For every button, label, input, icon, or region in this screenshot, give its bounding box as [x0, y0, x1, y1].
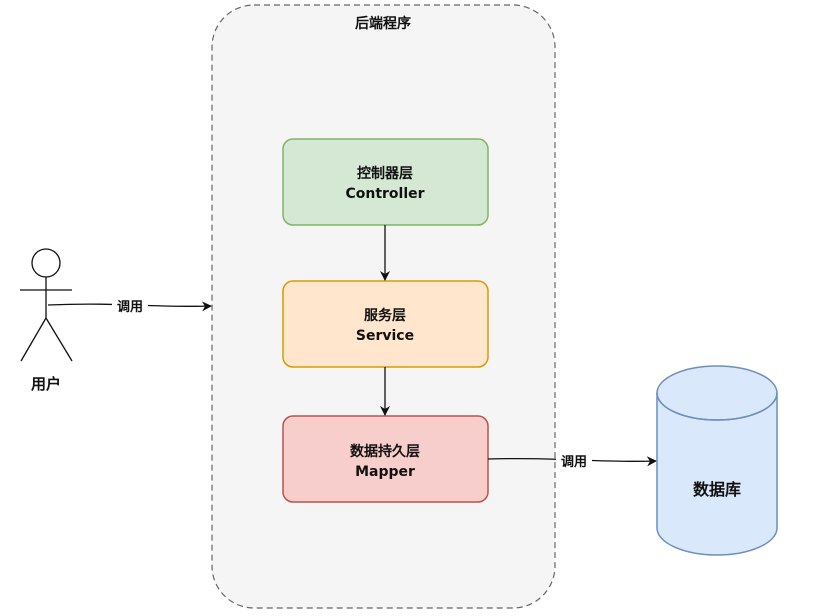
controller-layer-box: 控制器层 Controller: [282, 138, 489, 226]
service-layer-zh: 服务层: [364, 307, 406, 324]
database-label: 数据库: [693, 480, 741, 499]
user-actor-label: 用户: [31, 375, 61, 393]
controller-layer-zh: 控制器层: [357, 165, 413, 182]
mapper-layer-box: 数据持久层 Mapper: [282, 415, 489, 503]
database-cylinder: [656, 365, 778, 556]
db-call-label: 调用: [561, 455, 587, 470]
service-layer-box: 服务层 Service: [282, 280, 489, 368]
controller-layer-en: Controller: [345, 186, 424, 202]
mapper-layer-en: Mapper: [355, 464, 415, 480]
user-call-label: 调用: [117, 300, 143, 315]
backend-container-title: 后端程序: [355, 15, 411, 32]
service-layer-en: Service: [356, 328, 414, 344]
user-actor-icon: [20, 248, 73, 362]
mapper-layer-zh: 数据持久层: [350, 443, 420, 460]
